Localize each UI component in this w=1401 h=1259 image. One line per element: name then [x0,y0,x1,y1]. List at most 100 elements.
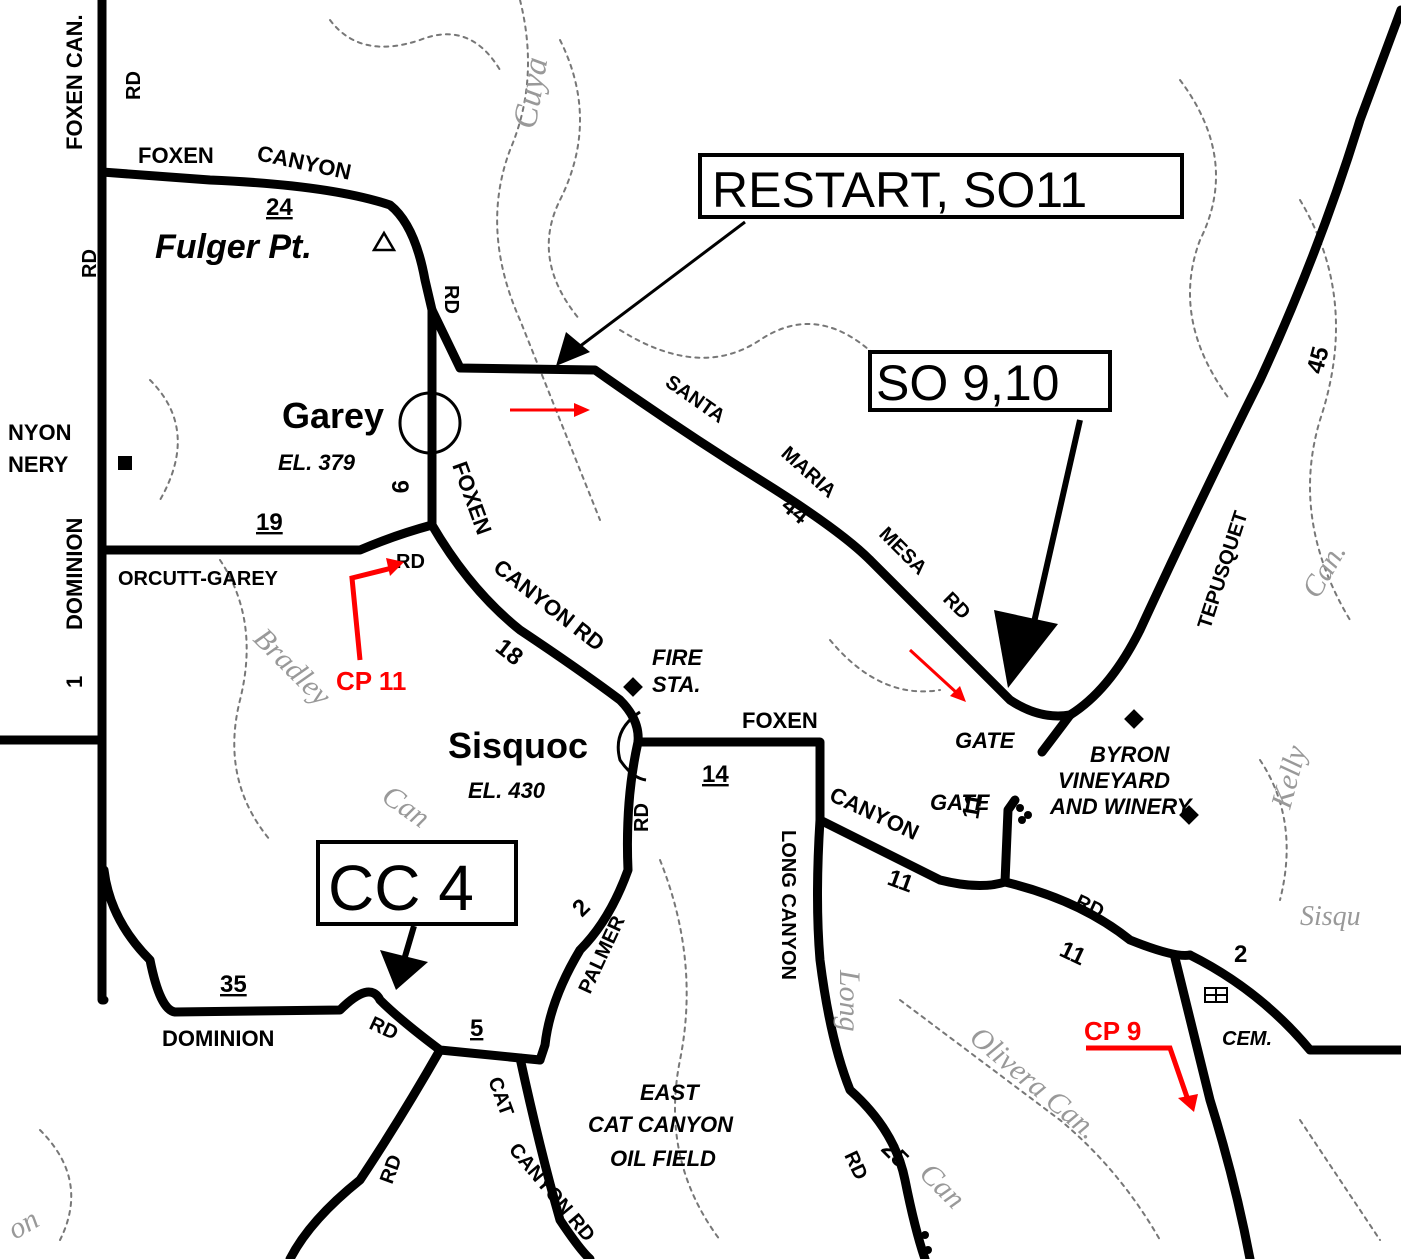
callout-cc4-box [316,840,518,926]
label-route-19: 19 [256,509,283,536]
end-dot-icon [921,1231,929,1239]
label-route-1: 1 [62,676,87,688]
cp9-label: CP 9 [1084,1016,1141,1046]
garey-circle [398,391,462,455]
red-arrowhead-1-icon [574,403,590,417]
byron-winery-icon [1124,709,1144,729]
label-oil-field: OIL FIELD [610,1146,716,1171]
label-orcutt-garey: ORCUTT-GAREY [118,568,279,590]
label-sta: STA. [652,672,700,697]
callout-so910-box [868,350,1112,412]
label-long-script: Long [833,969,866,1032]
sisquoc-arc-icon [616,710,647,782]
red-annotations: CP 11 CP 9 [336,403,1198,1112]
fulger-triangle-icon [371,230,397,252]
label-vineyard: VINEYARD [1058,768,1170,793]
label-byron: BYRON [1090,742,1171,767]
cemetery-cross-icon [1205,988,1227,1002]
label-kelly: Kelly [1265,741,1314,812]
label-rd-long: RD [839,1148,871,1183]
callout-cc4-arrow [401,925,417,961]
label-rd: RD [123,71,145,100]
label-sisquoc-el: EL. 430 [468,778,546,803]
label-on: on [2,1202,44,1246]
label-route-24: 24 [266,194,293,221]
label-rd-left: RD [79,249,101,278]
label-can-right: Can. [1295,537,1352,603]
callout-cc4: CC 4 [328,852,474,924]
callout-restart: RESTART, SO11 [712,162,1087,218]
road-cat-canyon [515,1053,595,1259]
label-rd-palmer: RD [631,803,653,832]
label-winery: AND WINERY [1049,794,1194,819]
red-arrow-2 [908,648,960,696]
label-canyon-rd-bottom: CANYON RD [504,1139,599,1246]
road-tepusquet [1065,5,1401,720]
road-gate-spur [1000,795,1020,887]
red-arrowhead-2-icon [950,686,966,702]
label-fire: FIRE [652,645,703,670]
red-arrowhead-cp9-icon [1178,1094,1198,1112]
label-rd-center: RD [440,285,462,314]
label-bradley: Bradley [247,622,338,713]
road-gate-upper [1037,710,1075,757]
label-sisq-right: Sisqu [1300,901,1361,932]
label-dominion-vert: DOMINION [62,518,87,630]
road-palmer [535,737,643,1065]
road-long-canyon [813,815,930,1259]
road-santa-maria-mesa [865,555,1075,721]
label-dominion-bottom: DOMINION [162,1026,274,1051]
road-foxen-canyon-top [97,167,875,565]
label-route-2-palmer: 2 [567,894,596,923]
label-fulger-pt: Fulger Pt. [155,228,312,266]
label-route-11-c: 11 [1055,936,1089,971]
label-cat: CAT [483,1074,517,1119]
label-foxen-diag: FOXEN [447,458,496,538]
road-hwy1 [97,0,109,1005]
gate-dot-icon [1024,811,1032,819]
label-sisquoc: Sisquoc [448,725,588,766]
label-route-35: 35 [220,971,247,998]
road-right-lower [1170,953,1255,1259]
label-foxen-mid: FOXEN [742,708,818,733]
cp11-label: CP 11 [336,666,406,696]
label-can-left: Can [376,779,436,835]
gate-dot-icon [1018,816,1026,824]
label-route-14: 14 [702,761,729,788]
label-route-9: 9 [386,480,413,493]
label-garey-el: EL. 379 [278,450,356,475]
callout-restart-box [698,153,1184,219]
road-bottom-left [285,1045,445,1259]
label-gate-2: GATE [930,790,991,815]
road-dominion [99,865,545,1065]
label-canyon-mid: CANYON [826,782,923,845]
label-route-2-right: 2 [1234,941,1247,968]
label-east: EAST [640,1080,700,1105]
label-nery: NERY [8,452,69,477]
label-long-canyon: LONG CANYON [777,830,799,980]
label-tepusquet: TEPUSQUET [1194,508,1253,631]
callout-cc4-arrowhead-icon [380,950,428,990]
label-cuya: Cuya [506,54,555,131]
callout-so910: SO 9,10 [876,355,1059,411]
gate-dot-icon [1016,804,1024,812]
label-rd-mesa: RD [938,588,974,624]
fire-station-icon [623,677,643,697]
label-nyon: NYON [8,420,72,445]
end-dot-icon [924,1246,932,1254]
label-route-5: 5 [470,1015,483,1042]
red-arrow-cp11 [349,565,393,661]
red-arrowhead-cp11-icon [386,558,404,576]
callouts: RESTART, SO11 SO 9,10 CC 4 [316,153,1184,990]
callout-restart-arrowhead-icon [556,332,590,366]
label-garey: Garey [282,395,384,436]
road-foxen-canyon-south [427,520,643,747]
callout-restart-arrow [574,220,746,352]
label-gate-1: GATE [955,728,1016,753]
label-foxen-can: FOXEN CAN. [62,14,87,150]
road-foxen-east [633,737,825,825]
map-markers [118,230,1228,1254]
label-route-11-b: 11 [957,791,988,821]
